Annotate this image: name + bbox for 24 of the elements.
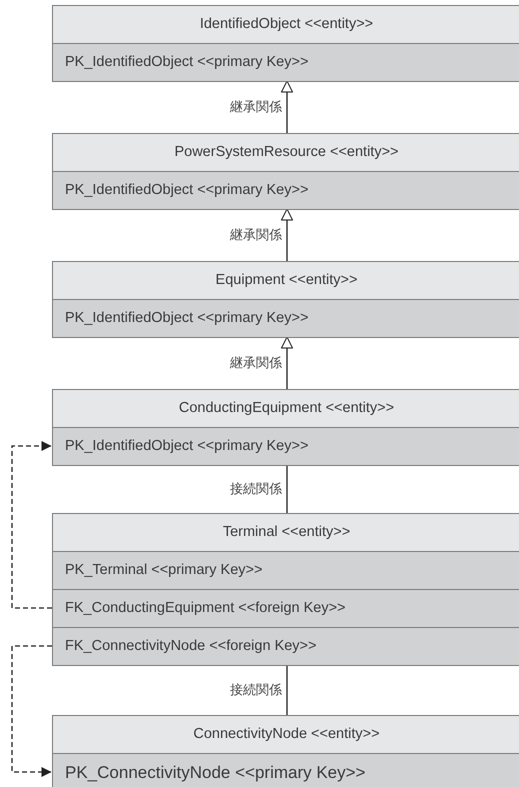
entity-title: IdentifiedObject <<entity>> — [53, 6, 519, 43]
edge-label: 継承関係 — [229, 227, 283, 243]
inheritance-arrow — [281, 208, 293, 261]
inheritance-arrow — [281, 336, 293, 389]
entity-box — [52, 389, 519, 466]
entity-title: ConnectivityNode <<entity>> — [53, 716, 519, 753]
edge-label: 継承関係 — [229, 99, 283, 115]
entity-box — [52, 5, 519, 82]
edge-label: 接続関係 — [229, 682, 283, 698]
dashed-arrow — [11, 645, 52, 777]
entity-box — [52, 715, 519, 787]
entity-title: Equipment <<entity>> — [53, 262, 519, 299]
edge-label: 継承関係 — [229, 355, 283, 371]
edge-label: 接続関係 — [229, 481, 283, 497]
entity-box — [52, 513, 519, 666]
entity-box — [52, 133, 519, 210]
inheritance-arrow — [281, 80, 293, 133]
entity-title: PowerSystemResource <<entity>> — [53, 134, 519, 171]
entity-title: Terminal <<entity>> — [53, 514, 519, 551]
entity-title: ConductingEquipment <<entity>> — [53, 390, 519, 427]
connector-line — [286, 665, 288, 715]
connector-line — [286, 465, 288, 513]
dashed-arrow — [11, 441, 52, 609]
entity-box — [52, 261, 519, 338]
